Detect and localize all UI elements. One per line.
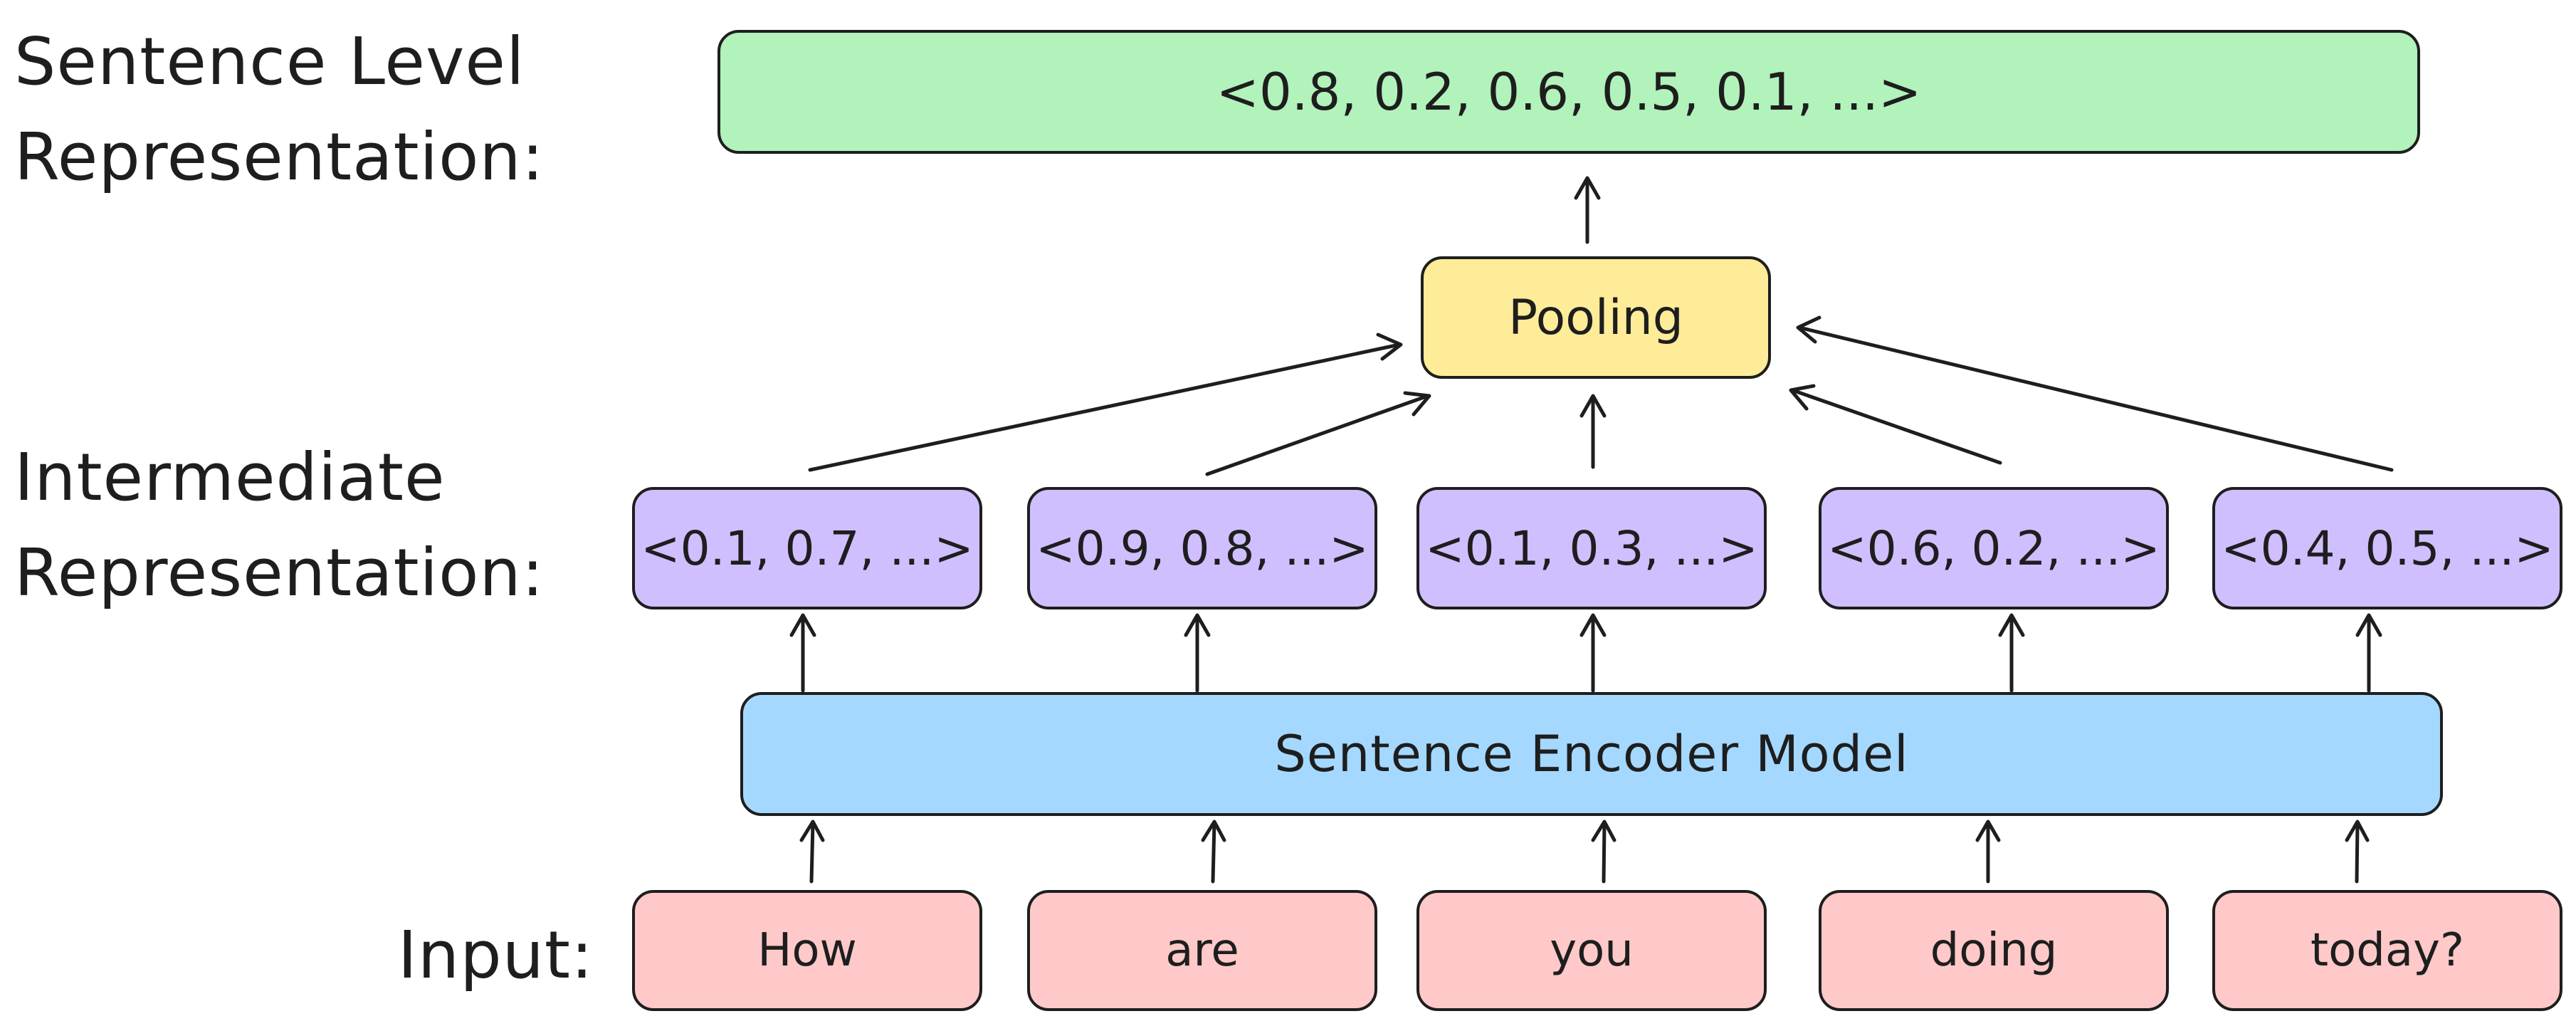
intermediate-vector-text: <0.1, 0.3, ...> (1425, 520, 1758, 576)
arrow-input-4-to-encoder (2345, 820, 2370, 884)
sentence-representation-text: <0.8, 0.2, 0.6, 0.5, 0.1, ...> (1216, 62, 1922, 122)
sentence-level-label-line-1: Sentence Level (14, 23, 525, 100)
arrow-input-2-to-encoder (1591, 820, 1616, 884)
intermediate-vector-box: <0.1, 0.7, ...> (632, 487, 982, 609)
input-token-text: today? (2310, 924, 2464, 977)
arrow-inter-2-to-pooling (1579, 394, 1607, 469)
intermediate-vector-text: <0.1, 0.7, ...> (641, 520, 974, 576)
input-token-box: doing (1819, 890, 2169, 1011)
arrow-input-3-to-encoder (1975, 820, 2001, 884)
intermediate-vector-box: <0.9, 0.8, ...> (1027, 487, 1377, 609)
intermediate-vector-box: <0.6, 0.2, ...> (1819, 487, 2169, 609)
input-token-box: How (632, 890, 982, 1011)
arrow-encoder-to-inter-2 (1579, 613, 1607, 693)
intermediate-vector-box: <0.4, 0.5, ...> (2212, 487, 2562, 609)
arrow-encoder-to-inter-0 (789, 613, 816, 693)
arrow-pooling-to-sentence (1574, 176, 1601, 244)
arrow-encoder-to-inter-4 (2355, 613, 2382, 693)
arrow-input-0-to-encoder (799, 820, 825, 884)
intermediate-label: Intermediate Representation: (14, 430, 545, 621)
intermediate-label-line-1: Intermediate (14, 439, 446, 515)
intermediate-label-line-2: Representation: (14, 535, 545, 611)
pooling-box: Pooling (1421, 256, 1771, 379)
input-label: Input: (398, 908, 594, 1003)
input-token-text: How (757, 924, 857, 977)
arrow-inter-4-to-pooling (1796, 315, 2394, 472)
sentence-representation-box: <0.8, 0.2, 0.6, 0.5, 0.1, ...> (717, 30, 2420, 154)
intermediate-vector-box: <0.1, 0.3, ...> (1416, 487, 1767, 609)
sentence-encoder-text: Sentence Encoder Model (1274, 725, 1909, 783)
intermediate-vector-text: <0.4, 0.5, ...> (2221, 520, 2554, 576)
arrow-encoder-to-inter-1 (1184, 613, 1211, 693)
intermediate-vector-text: <0.9, 0.8, ...> (1036, 520, 1369, 576)
input-token-box: you (1416, 890, 1767, 1011)
sentence-level-label-line-2: Representation: (14, 119, 545, 195)
arrow-inter-0-to-pooling (808, 333, 1403, 472)
input-token-text: are (1165, 924, 1239, 977)
arrow-inter-3-to-pooling (1789, 384, 2002, 465)
input-token-text: doing (1930, 924, 2058, 977)
pooling-text: Pooling (1508, 289, 1683, 346)
input-token-text: you (1550, 924, 1634, 977)
arrow-encoder-to-inter-3 (1998, 613, 2025, 693)
sentence-encoder-box: Sentence Encoder Model (740, 692, 2443, 816)
arrow-inter-1-to-pooling (1205, 391, 1431, 476)
input-token-box: are (1027, 890, 1377, 1011)
sentence-level-label: Sentence Level Representation: (14, 14, 545, 205)
arrow-input-1-to-encoder (1201, 820, 1226, 884)
input-token-box: today? (2212, 890, 2562, 1011)
input-label-text: Input: (397, 917, 594, 993)
intermediate-vector-text: <0.6, 0.2, ...> (1827, 520, 2160, 576)
